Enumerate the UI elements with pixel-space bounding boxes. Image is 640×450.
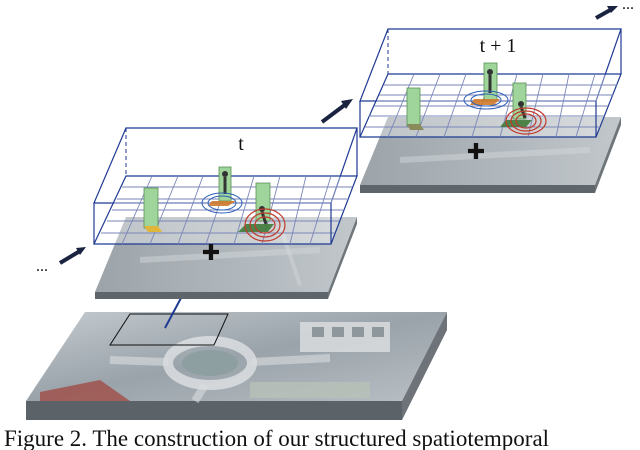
- time-label-t: t: [238, 133, 244, 155]
- pedestrians-t: [143, 166, 286, 242]
- figure-caption: Figure 2. The construction of our struct…: [4, 426, 550, 450]
- ellipsis-left: ...: [36, 258, 48, 275]
- time-arrows: [58, 6, 618, 265]
- pedestrians-t-plus-1: [406, 62, 547, 135]
- plus-symbol-t-plus-1: ✚: [467, 139, 485, 164]
- aerial-base-map: [26, 297, 447, 420]
- scene-slab-t-plus-1: [360, 117, 621, 193]
- plus-symbol-t: ✚: [202, 240, 220, 265]
- time-label-t-plus-1: t + 1: [480, 35, 517, 57]
- ellipsis-right: ...: [622, 0, 634, 13]
